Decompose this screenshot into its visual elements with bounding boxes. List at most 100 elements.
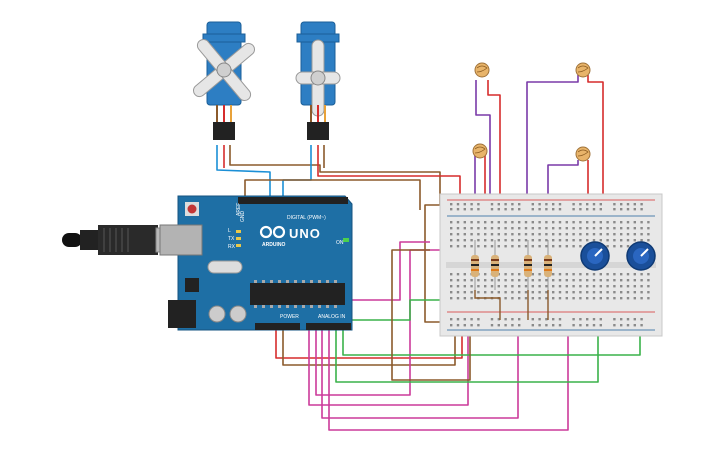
breadboard-hole[interactable] (456, 239, 460, 242)
breadboard-hole[interactable] (572, 318, 575, 321)
breadboard-hole[interactable] (558, 297, 562, 300)
breadboard-hole[interactable] (531, 291, 534, 294)
breadboard-hole[interactable] (463, 233, 466, 236)
breadboard-hole[interactable] (647, 227, 650, 230)
potentiometer-1[interactable] (580, 241, 610, 271)
breadboard-hole[interactable] (504, 318, 507, 321)
breadboard-hole[interactable] (504, 208, 507, 211)
breadboard-hole[interactable] (586, 324, 589, 327)
wire-5v-red[interactable] (275, 330, 463, 359)
breadboard-hole[interactable] (511, 233, 514, 236)
breadboard-hole[interactable] (511, 318, 514, 321)
breadboard-hole[interactable] (511, 203, 514, 206)
breadboard-hole[interactable] (599, 279, 602, 282)
breadboard-hole[interactable] (497, 324, 500, 327)
breadboard-hole[interactable] (477, 239, 480, 242)
wire-ldr3-red[interactable] (587, 75, 604, 212)
breadboard-hole[interactable] (450, 203, 453, 206)
breadboard-hole[interactable] (633, 227, 636, 230)
breadboard-hole[interactable] (531, 245, 534, 248)
breadboard-hole[interactable] (558, 318, 562, 321)
breadboard-hole[interactable] (524, 291, 528, 294)
breadboard-hole[interactable] (477, 318, 480, 321)
breadboard-hole[interactable] (497, 221, 500, 224)
breadboard-hole[interactable] (620, 297, 623, 300)
wire-misc-green[interactable] (352, 299, 440, 321)
breadboard-hole[interactable] (518, 245, 521, 248)
breadboard-hole[interactable] (558, 324, 562, 327)
breadboard-hole[interactable] (552, 285, 555, 288)
breadboard-hole[interactable] (606, 221, 609, 224)
breadboard-hole[interactable] (633, 318, 636, 321)
breadboard-hole[interactable] (497, 285, 500, 288)
breadboard-hole[interactable] (450, 221, 453, 224)
breadboard-hole[interactable] (620, 239, 623, 242)
breadboard-hole[interactable] (647, 285, 650, 288)
breadboard-hole[interactable] (647, 233, 650, 236)
breadboard-hole[interactable] (640, 239, 643, 242)
breadboard-hole[interactable] (450, 318, 453, 321)
breadboard-hole[interactable] (545, 279, 548, 282)
breadboard-hole[interactable] (490, 239, 494, 242)
breadboard-hole[interactable] (456, 279, 460, 282)
breadboard-hole[interactable] (470, 208, 473, 211)
breadboard-hole[interactable] (504, 245, 507, 248)
breadboard-hole[interactable] (511, 208, 514, 211)
wire-gnd-brown-2[interactable] (282, 322, 456, 366)
wire-servo1-blue[interactable] (216, 145, 271, 200)
breadboard-hole[interactable] (572, 297, 575, 300)
breadboard-hole[interactable] (545, 291, 548, 294)
breadboard-hole[interactable] (579, 239, 582, 242)
breadboard-hole[interactable] (511, 324, 514, 327)
breadboard-hole[interactable] (538, 221, 541, 224)
breadboard-hole[interactable] (552, 203, 555, 206)
breadboard-hole[interactable] (620, 273, 623, 276)
breadboard-hole[interactable] (647, 297, 650, 300)
breadboard-hole[interactable] (572, 203, 575, 206)
breadboard-hole[interactable] (531, 279, 534, 282)
breadboard-hole[interactable] (511, 285, 514, 288)
breadboard-hole[interactable] (524, 245, 528, 248)
breadboard-hole[interactable] (463, 324, 466, 327)
breadboard-hole[interactable] (606, 245, 609, 248)
breadboard-hole[interactable] (450, 297, 453, 300)
breadboard-hole[interactable] (592, 273, 596, 276)
breadboard-hole[interactable] (640, 318, 643, 321)
breadboard-hole[interactable] (640, 324, 643, 327)
breadboard-hole[interactable] (511, 227, 514, 230)
breadboard-hole[interactable] (606, 239, 609, 242)
breadboard-hole[interactable] (511, 273, 514, 276)
breadboard-hole[interactable] (497, 239, 500, 242)
breadboard-hole[interactable] (633, 285, 636, 288)
breadboard-hole[interactable] (640, 279, 643, 282)
breadboard-hole[interactable] (586, 291, 589, 294)
breadboard-hole[interactable] (640, 227, 643, 230)
breadboard-hole[interactable] (599, 208, 602, 211)
breadboard-hole[interactable] (450, 273, 453, 276)
breadboard-hole[interactable] (531, 208, 534, 211)
breadboard-hole[interactable] (504, 324, 507, 327)
breadboard-hole[interactable] (538, 279, 541, 282)
breadboard-hole[interactable] (565, 297, 568, 300)
breadboard-hole[interactable] (572, 233, 575, 236)
breadboard-hole[interactable] (463, 245, 466, 248)
breadboard-hole[interactable] (579, 273, 582, 276)
wire-a3-magenta[interactable] (328, 246, 569, 431)
breadboard-hole[interactable] (626, 273, 630, 276)
breadboard-hole[interactable] (552, 245, 555, 248)
breadboard-hole[interactable] (524, 297, 528, 300)
breadboard-hole[interactable] (572, 221, 575, 224)
breadboard-hole[interactable] (450, 279, 453, 282)
breadboard-hole[interactable] (565, 279, 568, 282)
breadboard-hole[interactable] (538, 203, 541, 206)
breadboard-hole[interactable] (613, 273, 616, 276)
breadboard-hole[interactable] (490, 221, 494, 224)
breadboard-hole[interactable] (518, 203, 521, 206)
breadboard-hole[interactable] (592, 233, 596, 236)
breadboard-hole[interactable] (633, 297, 636, 300)
breadboard-hole[interactable] (592, 208, 596, 211)
breadboard-hole[interactable] (552, 208, 555, 211)
breadboard-hole[interactable] (592, 285, 596, 288)
breadboard-hole[interactable] (538, 233, 541, 236)
breadboard-hole[interactable] (552, 227, 555, 230)
